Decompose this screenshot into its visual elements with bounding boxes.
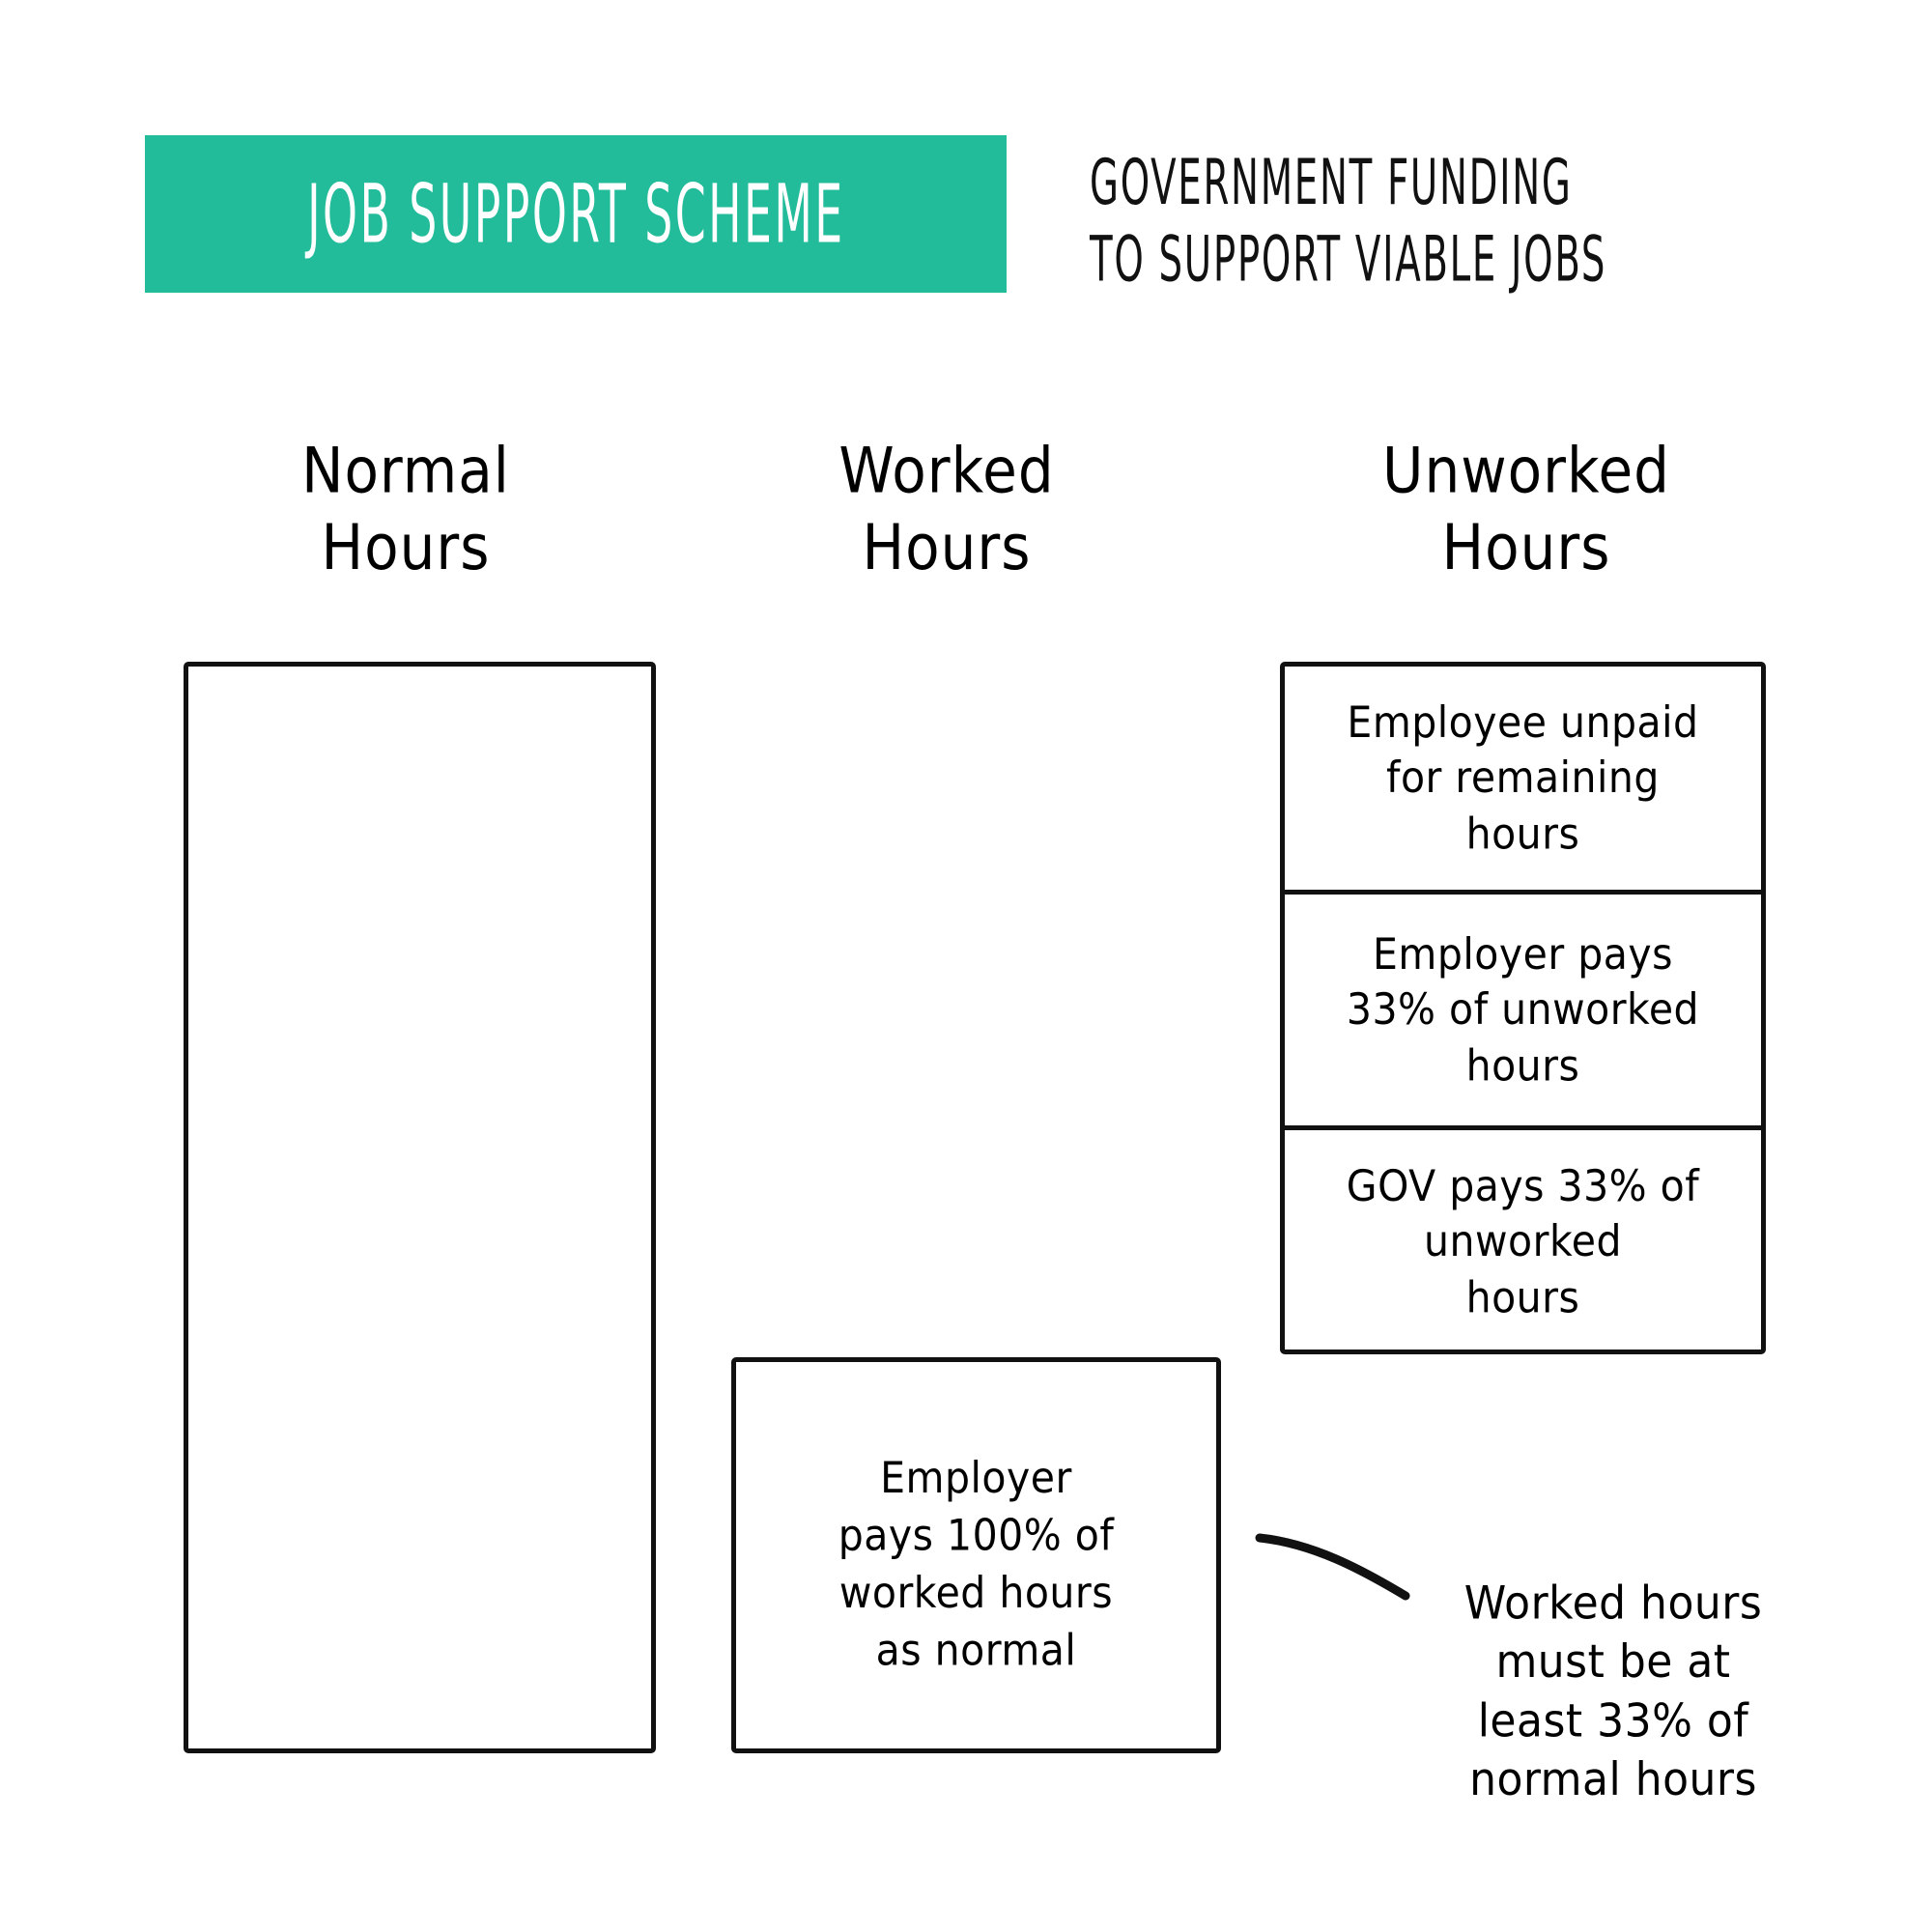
bar-unworked-hours: Employee unpaid for remaining hours Empl…: [1280, 662, 1766, 1354]
bar-worked-hours: Employer pays 100% of worked hours as no…: [731, 1357, 1221, 1753]
worked-hours-label: Employer pays 100% of worked hours as no…: [838, 1453, 1115, 1676]
segment-employee-unpaid: Employee unpaid for remaining hours: [1285, 667, 1761, 895]
segment-employer-pays-label: Employer pays 33% of unworked hours: [1346, 928, 1700, 1091]
title-banner: JOB SUPPORT SCHEME: [145, 135, 1007, 293]
annotation-worked-hours-minimum: Worked hours must be at least 33% of nor…: [1463, 1577, 1763, 1806]
bar-normal-hours: [184, 662, 656, 1753]
segment-employer-pays: Employer pays 33% of unworked hours: [1285, 895, 1761, 1130]
subtitle-text: GOVERNMENT FUNDING TO SUPPORT VIABLE JOB…: [1090, 146, 1607, 296]
column-heading-worked-hours: Worked Hours: [838, 434, 1055, 585]
leader-line-icon: [1255, 1533, 1410, 1601]
page-title: JOB SUPPORT SCHEME: [306, 165, 845, 262]
segment-employee-unpaid-label: Employee unpaid for remaining hours: [1347, 696, 1699, 859]
segment-gov-pays: GOV pays 33% of unworked hours: [1285, 1130, 1761, 1354]
segment-gov-pays-label: GOV pays 33% of unworked hours: [1346, 1160, 1700, 1322]
column-heading-unworked-hours: Unworked Hours: [1382, 434, 1670, 585]
column-heading-normal-hours: Normal Hours: [301, 434, 510, 585]
